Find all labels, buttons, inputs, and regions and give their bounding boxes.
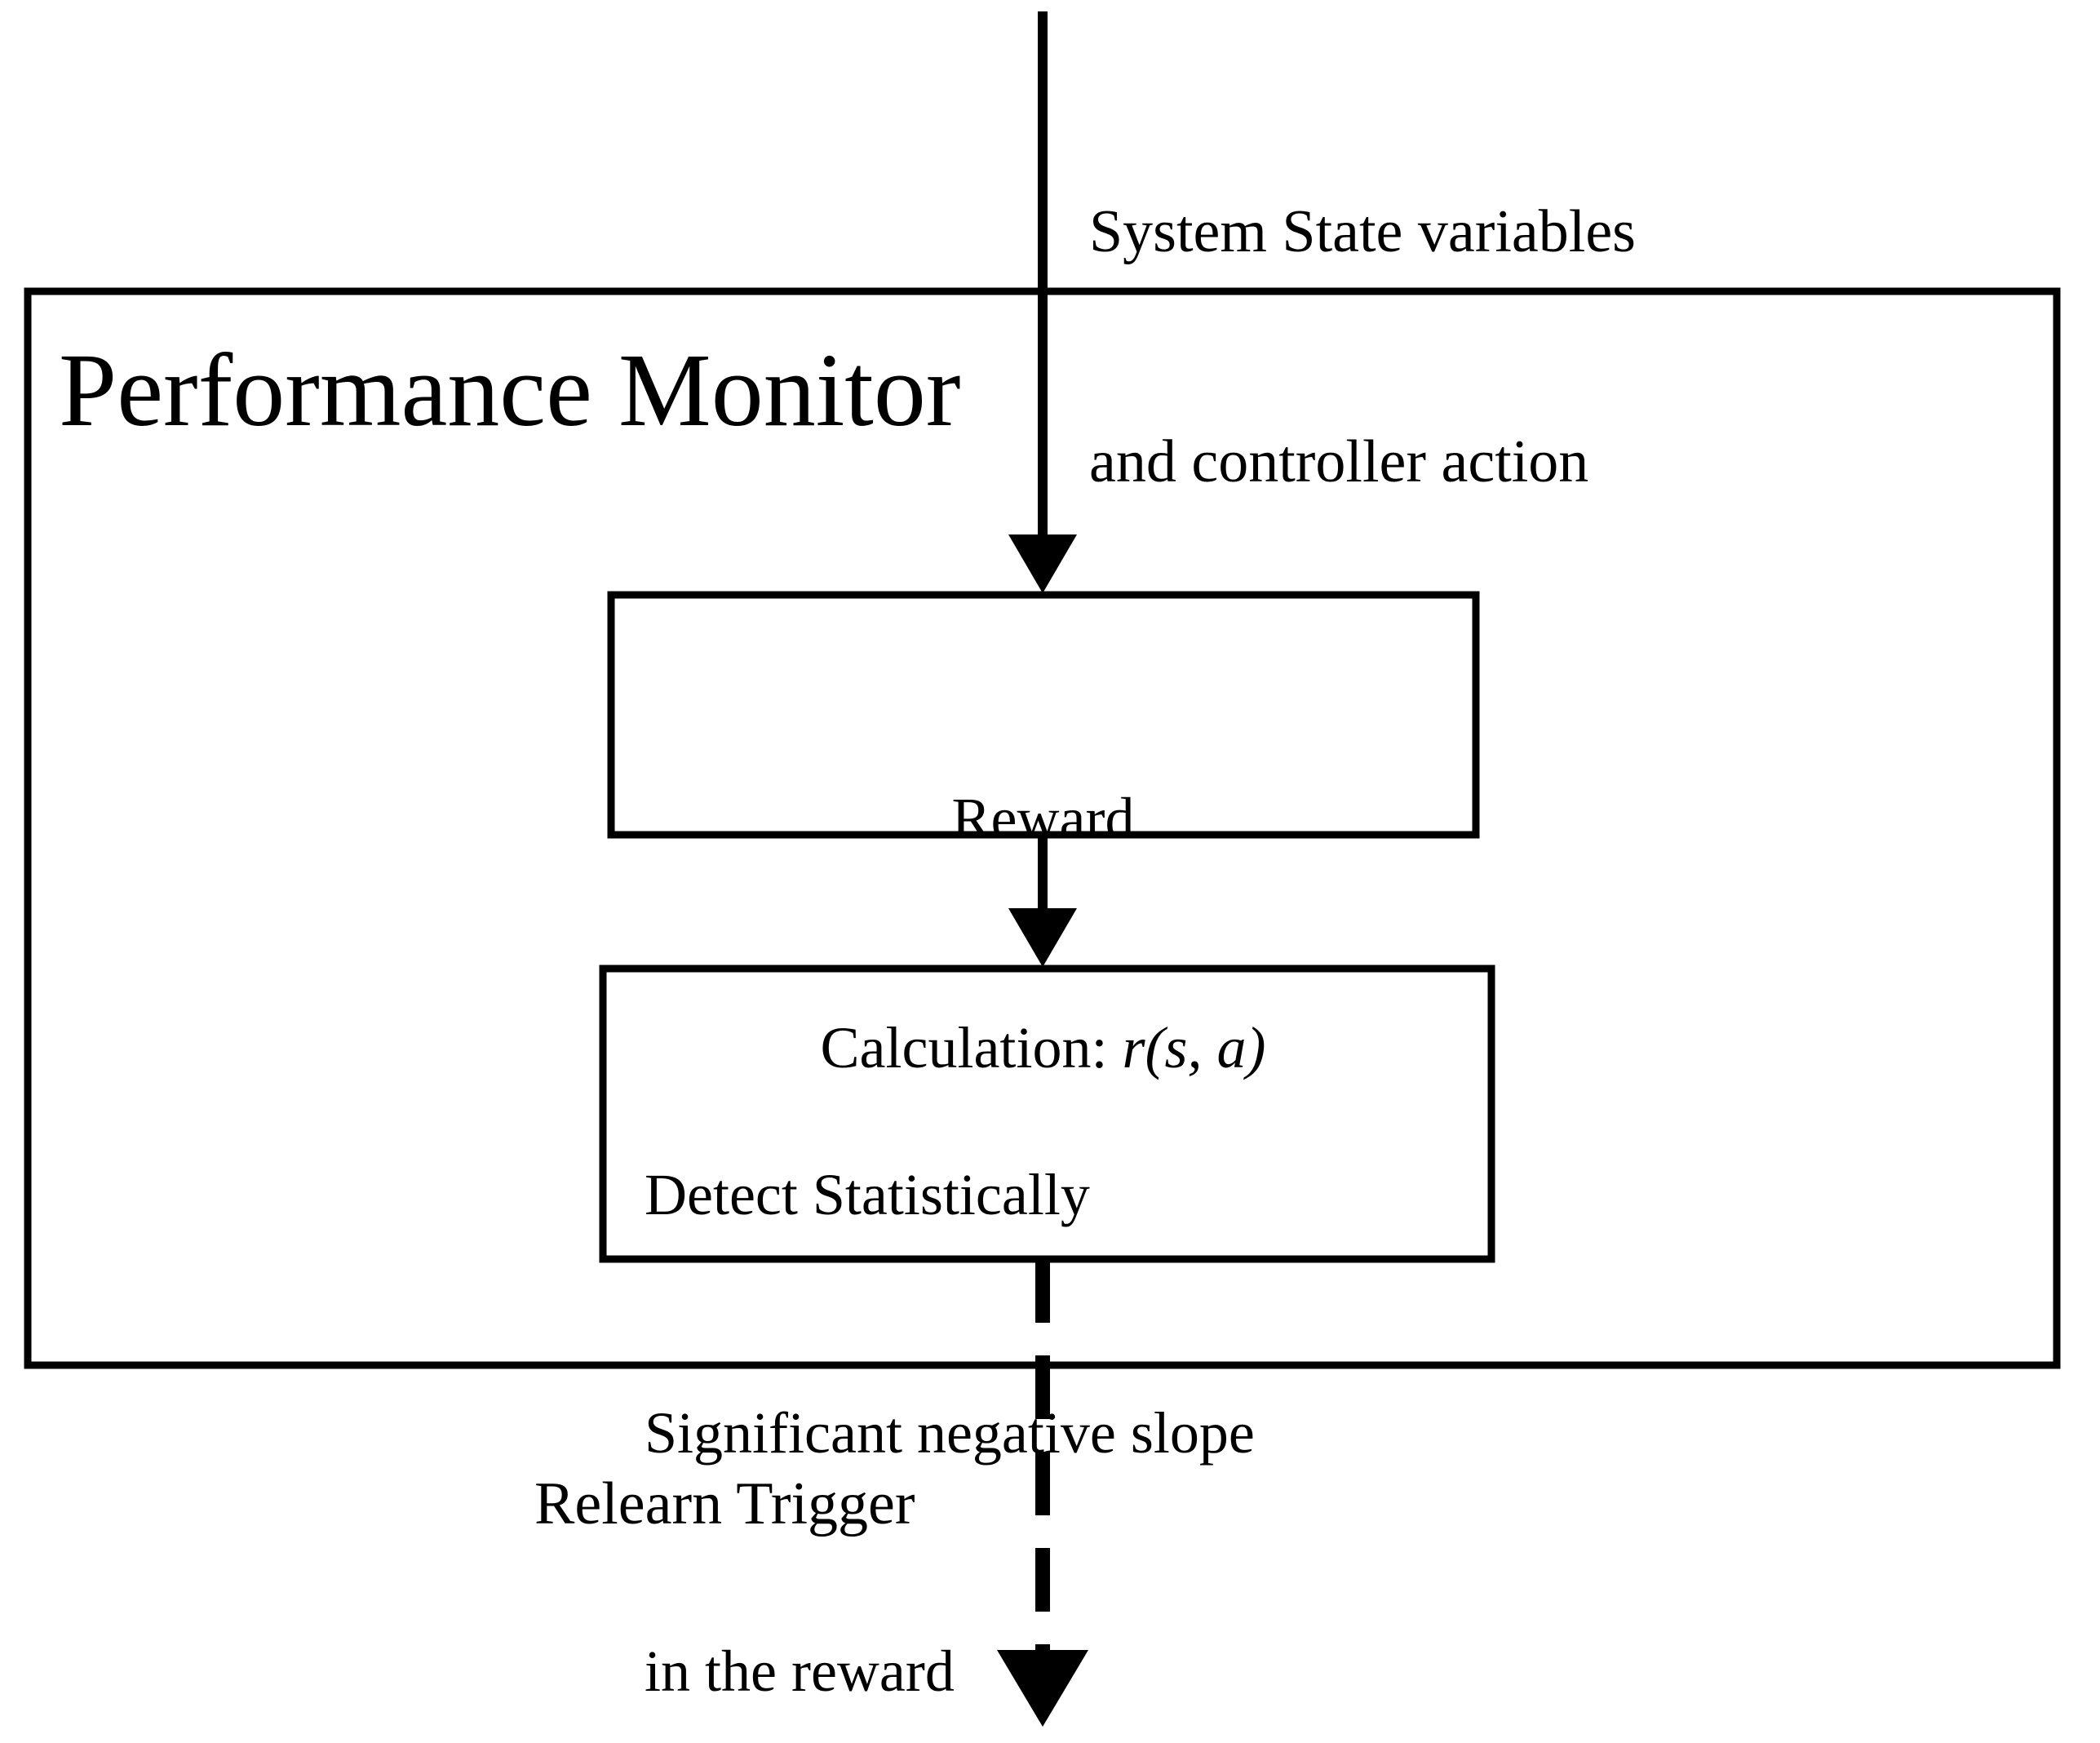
detect-negative-slope-box	[599, 965, 1495, 1263]
edge-detect-to-output	[997, 1259, 1088, 1727]
detect-negative-slope-label: Detect Statistically Significant negativ…	[645, 997, 1485, 1743]
detect-negative-slope-line-2: Significant negative slope	[645, 1399, 1255, 1466]
reward-calculation-box	[607, 591, 1480, 839]
reward-calculation-line-2-prefix: Calculation:	[820, 1014, 1123, 1080]
edge-reward-to-detect	[1008, 835, 1077, 967]
reward-calculation-line-1: Reward	[951, 786, 1135, 852]
input-flow-annotation-line-1: System State variables	[1089, 197, 1636, 265]
detect-negative-slope-line-3: in the reward	[645, 1638, 955, 1704]
reward-function-expression: r(s, a)	[1122, 1014, 1266, 1080]
input-flow-annotation: System State variables and controller ac…	[1089, 41, 1840, 654]
detect-negative-slope-line-1: Detect Statistically	[645, 1162, 1090, 1228]
input-flow-annotation-line-2: and controller action	[1089, 428, 1589, 495]
performance-monitor-title: Performance Monitor	[59, 332, 961, 448]
edge-input-to-reward	[1008, 11, 1077, 593]
reward-calculation-label: Reward Calculation: r(s, a)	[616, 628, 1470, 1240]
relearn-trigger-label: Relearn Trigger	[534, 1470, 915, 1537]
reward-calculation-line-2: Calculation: r(s, a)	[616, 1010, 1470, 1087]
